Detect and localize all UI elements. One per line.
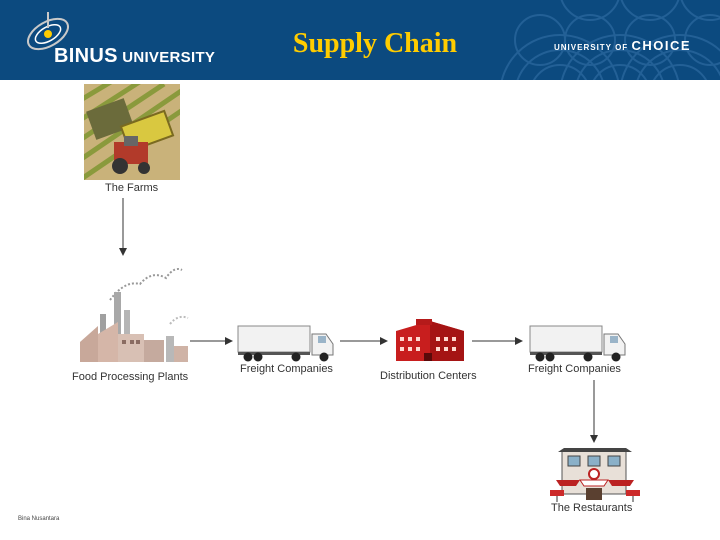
factory-icon <box>80 268 189 362</box>
footer-text: Bina Nusantara <box>18 516 60 522</box>
node-label-restaurants: The Restaurants <box>551 502 633 514</box>
wave-pattern <box>500 0 720 80</box>
restaurant-icon <box>550 448 640 502</box>
node-label-food-processing: Food Processing Plants <box>72 371 189 383</box>
logo-brand: BINUS <box>54 45 118 67</box>
logo-emblem-icon <box>27 12 69 51</box>
node-food-processing: Food Processing Plants <box>70 262 190 383</box>
logo-wordmark: BINUS UNIVERSITY <box>54 45 215 68</box>
tagline-emphasis: CHOICE <box>631 38 691 53</box>
node-label-freight-1: Freight Companies <box>240 363 333 375</box>
truck-icon <box>529 325 626 362</box>
node-farms: The Farms <box>72 71 186 194</box>
node-freight-1: Freight Companies <box>236 324 336 375</box>
node-freight-2: Freight Companies <box>528 324 628 375</box>
binus-logo: BINUS UNIVERSITY <box>22 8 222 72</box>
page-title: Supply Chain <box>292 28 458 59</box>
farm-tractor-icon <box>72 71 186 187</box>
node-label-distribution: Distribution Centers <box>380 370 477 382</box>
logo-suffix: UNIVERSITY <box>122 49 216 66</box>
truck-icon <box>237 325 334 362</box>
node-label-freight-2: Freight Companies <box>528 363 621 375</box>
node-label-farms: The Farms <box>105 182 159 194</box>
tagline: UNIVERSITY OF CHOICE <box>554 38 691 53</box>
node-distribution: Distribution Centers <box>380 317 477 382</box>
warehouse-icon <box>396 319 464 361</box>
header-banner: BINUS UNIVERSITY Supply Chain UNIVERSITY… <box>0 0 720 80</box>
node-restaurants: The Restaurants <box>550 446 640 514</box>
tagline-prefix: UNIVERSITY OF <box>554 43 629 52</box>
